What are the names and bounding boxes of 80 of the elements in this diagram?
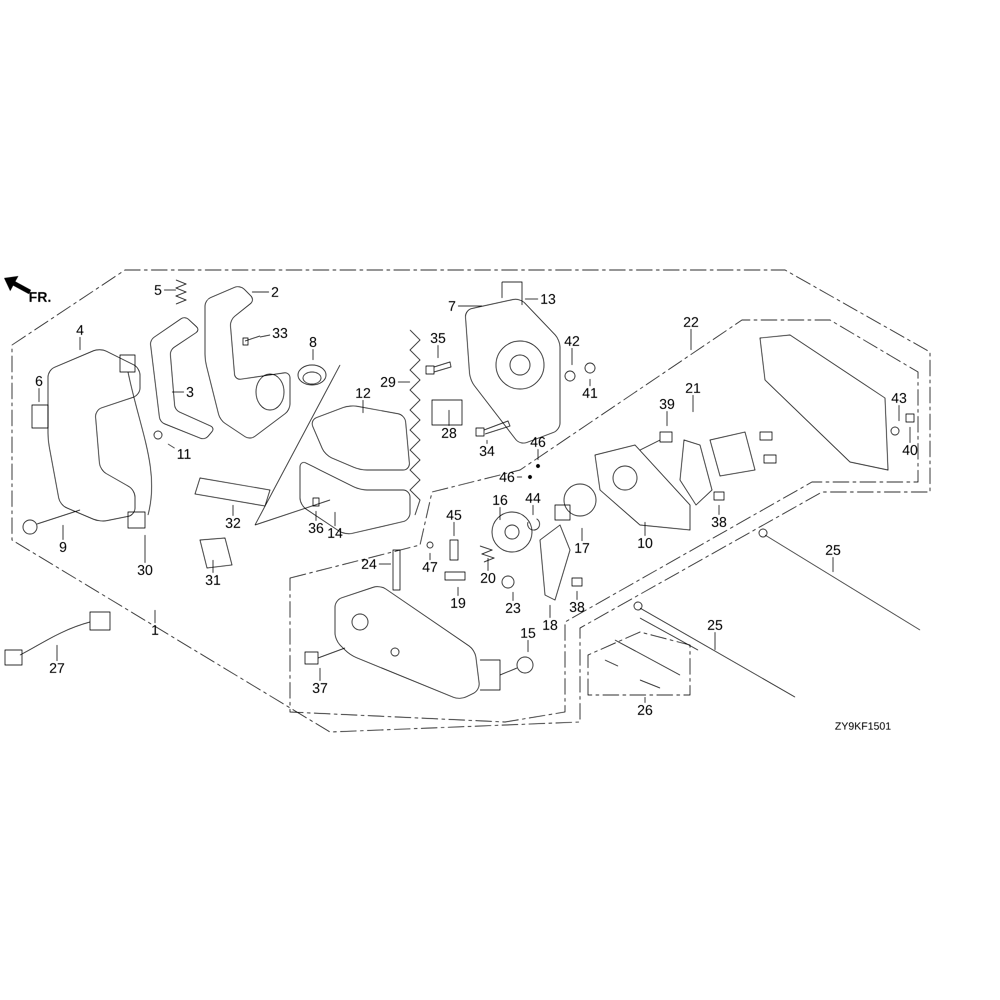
callout-number: 4 [76,325,84,335]
leader-line [690,328,692,350]
callout-number: 46 [500,472,514,482]
leader-line [532,504,534,516]
leader-line [144,534,146,564]
leader-line [524,298,538,300]
leader-line [312,348,314,360]
callout-number: 38 [570,602,584,612]
leader-line [212,560,214,574]
leader-line [644,522,646,536]
direction-label: FR. [30,292,50,302]
callout-number: 32 [226,518,240,528]
callout-number: 36 [308,523,324,533]
leader-line [692,394,694,412]
callout-number: 5 [154,285,162,295]
drawing-code: ZY9KF1501 [835,722,891,730]
leader-line [38,388,40,402]
callout-number: 17 [575,543,590,553]
callout-number: 28 [442,428,456,438]
callout-number: 22 [684,317,698,327]
callout-number: 37 [312,683,328,693]
callout-number: 26 [638,705,652,715]
callout-number: 15 [521,628,536,638]
leader-line [154,610,156,624]
callout-number: 43 [892,393,906,403]
leader-line [576,590,578,600]
callout-number: 10 [638,538,652,548]
callout-number: 13 [541,294,556,304]
callout-number: 2 [272,287,278,297]
leader-line [168,444,175,448]
leader-line [898,404,900,422]
callout-number: 27 [50,663,64,673]
callout-number: 20 [480,573,496,583]
leader-line [832,556,834,572]
leader-line [714,632,716,650]
leader-line [718,504,720,516]
leader-line [362,400,364,414]
leader-line [448,410,450,426]
callout-number: 3 [186,387,194,397]
callout-number: 11 [178,449,191,459]
leader-line [644,696,646,704]
callout-number: 39 [660,399,674,409]
callout-number: 41 [582,388,598,398]
callout-number: 30 [138,565,152,575]
callout-number: 24 [362,559,376,569]
leader-line [512,592,514,602]
callout-number: 44 [526,493,540,503]
leader-line [486,440,488,444]
callout-number: 18 [543,620,558,630]
callout-number: 25 [708,620,722,630]
callout-number: 34 [480,446,494,456]
callout-number: 7 [448,301,456,311]
callout-number: 12 [356,388,370,398]
leader-line [334,512,336,526]
callout-number: 19 [451,598,466,608]
callout-number: 35 [430,333,446,343]
callout-number: 1 [152,625,158,635]
callout-number: 23 [506,603,520,613]
callout-number: 29 [380,377,396,387]
callout-number: 31 [206,575,220,585]
callout-number: 21 [686,383,700,393]
leader-line [232,504,234,516]
callout-number: 16 [493,495,508,505]
callout-number: 6 [36,376,42,386]
callout-number: 46 [530,437,546,447]
callout-number: 40 [902,445,918,455]
callout-number: 38 [712,517,726,527]
callout-number: 8 [310,337,316,347]
leader-line [260,334,270,338]
callout-number: 9 [60,542,66,552]
callout-number: 47 [422,562,438,572]
leader-line [56,644,58,662]
callout-number: 42 [564,336,580,346]
callout-number: 45 [446,510,462,520]
leader-line [516,476,522,478]
callout-number: 25 [826,545,840,555]
callout-number: 14 [328,528,342,538]
leader-line [666,410,668,426]
leader-line [62,524,64,540]
callout-number: 33 [272,328,288,338]
